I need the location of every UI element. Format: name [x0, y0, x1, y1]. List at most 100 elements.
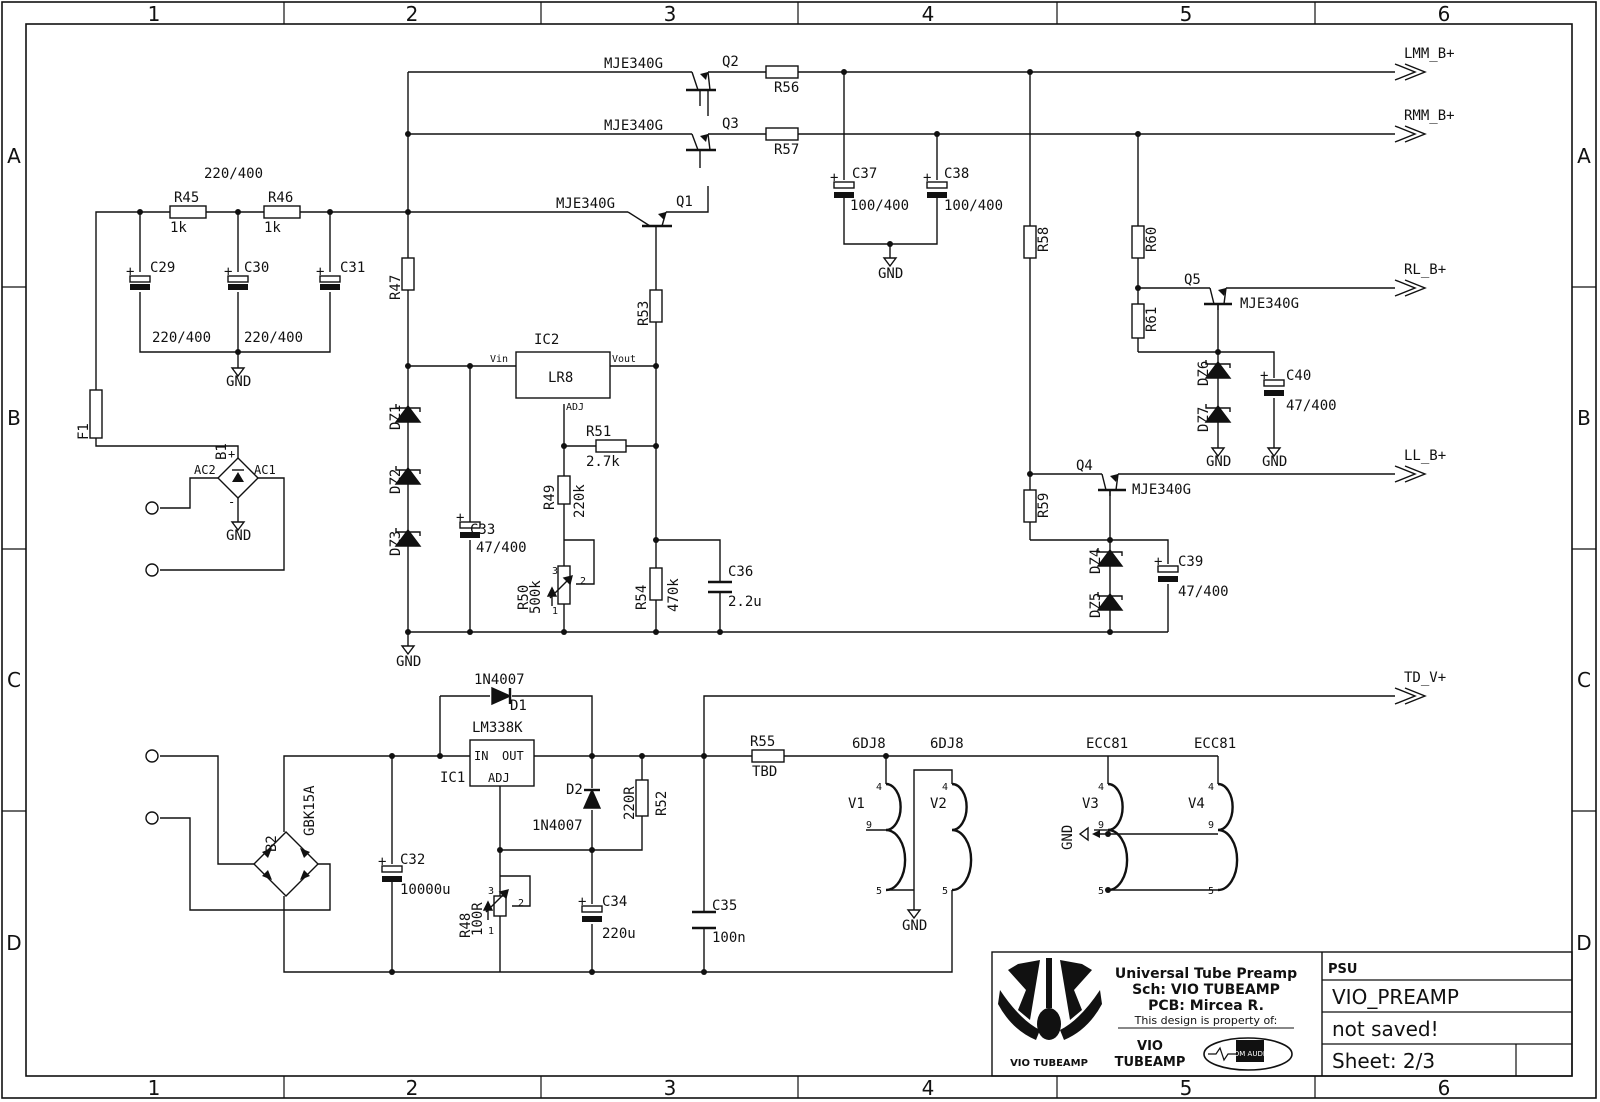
resistor-symbols — [89, 65, 1145, 917]
b1-plus-pin: + — [228, 447, 235, 461]
dz7-ref: DZ7 — [1196, 407, 1212, 432]
col-label-top: 2 — [406, 2, 419, 26]
col-label-bottom: 6 — [1438, 1076, 1451, 1100]
v4-pin5: 5 — [1208, 886, 1214, 897]
c35-value: 100n — [712, 930, 746, 946]
v4-pin4: 4 — [1208, 782, 1214, 793]
svg-text:+: + — [378, 854, 386, 870]
dz3-ref: DZ3 — [388, 531, 404, 556]
c-rail-value-label: 220/400 — [204, 166, 263, 182]
svg-text:+: + — [1260, 368, 1268, 384]
v1-pin9: 9 — [866, 820, 872, 831]
r52-value: 220R — [622, 786, 638, 820]
v1-ref: V1 — [848, 796, 865, 812]
svg-text:+: + — [578, 894, 586, 910]
r55-value: TBD — [752, 764, 777, 780]
q5-ref: Q5 — [1184, 272, 1201, 288]
net-rl-label: RL_B+ — [1404, 262, 1446, 278]
c30-ref: C30 — [244, 260, 269, 276]
c36-value: 2.2u — [728, 594, 762, 610]
rectifier-diodes — [491, 686, 602, 809]
v1-pin5: 5 — [876, 886, 882, 897]
q1-type: MJE340G — [556, 196, 615, 212]
zener-diodes — [394, 360, 1232, 611]
v4-pin9: 9 — [1208, 820, 1214, 831]
svg-text:+: + — [830, 170, 838, 186]
v2-pin5: 5 — [942, 886, 948, 897]
ic2-vout-pin: Vout — [612, 354, 636, 365]
svg-text:+: + — [1154, 554, 1162, 570]
kom-logo-caption: KOM AUDIO — [1230, 1050, 1271, 1058]
gnd-label: GND — [878, 266, 903, 282]
logo-caption: VIO TUBEAMP — [1010, 1058, 1088, 1069]
r46-value: 1k — [264, 220, 281, 236]
v4-type: ECC81 — [1194, 736, 1236, 752]
r61-ref: R61 — [1144, 307, 1160, 332]
d1-ref: D1 — [510, 698, 527, 714]
d2-type: 1N4007 — [532, 818, 583, 834]
c35-ref: C35 — [712, 898, 737, 914]
c37-value: 100/400 — [850, 198, 909, 214]
r45-ref: R45 — [174, 190, 199, 206]
r51-ref: R51 — [586, 424, 611, 440]
r53-ref: R53 — [636, 301, 652, 326]
c39-value: 47/400 — [1178, 584, 1229, 600]
v2-pin4: 4 — [942, 782, 948, 793]
tb-owner-2: TUBEAMP — [1115, 1055, 1186, 1070]
v3-type: ECC81 — [1086, 736, 1128, 752]
r59-ref: R59 — [1036, 493, 1052, 518]
b1-ref: B1 — [214, 443, 230, 460]
gnd-symbols — [230, 257, 1282, 920]
col-label-bottom: 4 — [922, 1076, 935, 1100]
q2-type: MJE340G — [604, 56, 663, 72]
r55-ref: R55 — [750, 734, 775, 750]
r50-pin3: 3 — [552, 566, 558, 577]
c29-ref: C29 — [150, 260, 175, 276]
v3-pin9: 9 — [1098, 820, 1104, 831]
row-label-left: D — [6, 931, 21, 955]
r51-value: 2.7k — [586, 454, 620, 470]
bridge-rectifiers — [217, 457, 319, 897]
c34-ref: C34 — [602, 894, 627, 910]
ic2-type: LR8 — [548, 370, 573, 386]
row-label-right: A — [1577, 144, 1591, 168]
r60-ref: R60 — [1144, 227, 1160, 252]
v4-ref: V4 — [1188, 796, 1205, 812]
svg-text:+: + — [923, 170, 931, 186]
row-label-left: A — [7, 144, 21, 168]
col-label-top: 3 — [664, 2, 677, 26]
row-label-right: B — [1577, 406, 1591, 430]
r49-value: 220k — [572, 484, 588, 518]
r48-ref: R48 — [458, 913, 474, 938]
ic-bodies — [469, 351, 611, 787]
row-label-right: D — [1576, 931, 1591, 955]
pin-labels: Vin Vout ADJ IN OUT ADJ AC2 AC1 + - 3 2 … — [194, 354, 1214, 937]
tb-owner-1: VIO — [1137, 1039, 1163, 1054]
tb-design-title: Universal Tube Preamp — [1115, 966, 1297, 982]
q5-type: MJE340G — [1240, 296, 1299, 312]
c30-value: 220/400 — [152, 330, 211, 346]
net-td-label: TD_V+ — [1404, 670, 1446, 686]
c32-ref: C32 — [400, 852, 425, 868]
q4-ref: Q4 — [1076, 458, 1093, 474]
input-terminals — [145, 501, 159, 825]
r58-ref: R58 — [1036, 227, 1052, 252]
col-label-bottom: 3 — [664, 1076, 677, 1100]
f1-ref: F1 — [76, 423, 92, 440]
svg-text:+: + — [126, 264, 134, 280]
v1-type: 6DJ8 — [852, 736, 886, 752]
svg-text:+: + — [316, 264, 324, 280]
v1-pin4: 4 — [876, 782, 882, 793]
c36-ref: C36 — [728, 564, 753, 580]
row-label-left: B — [7, 406, 21, 430]
tb-pcb-credit: PCB: Mircea R. — [1148, 998, 1264, 1014]
d1-type: 1N4007 — [474, 672, 525, 688]
r56-ref: R56 — [774, 80, 799, 96]
gnd-label: GND — [1206, 454, 1231, 470]
capacitor-symbols: +++ +++ +++ + — [126, 170, 1285, 930]
tube-heaters — [885, 782, 1239, 892]
tb-sheet-number: Sheet: 2/3 — [1332, 1049, 1435, 1073]
ct-arrow — [1092, 830, 1100, 838]
r48-pin2: 2 — [518, 898, 524, 909]
